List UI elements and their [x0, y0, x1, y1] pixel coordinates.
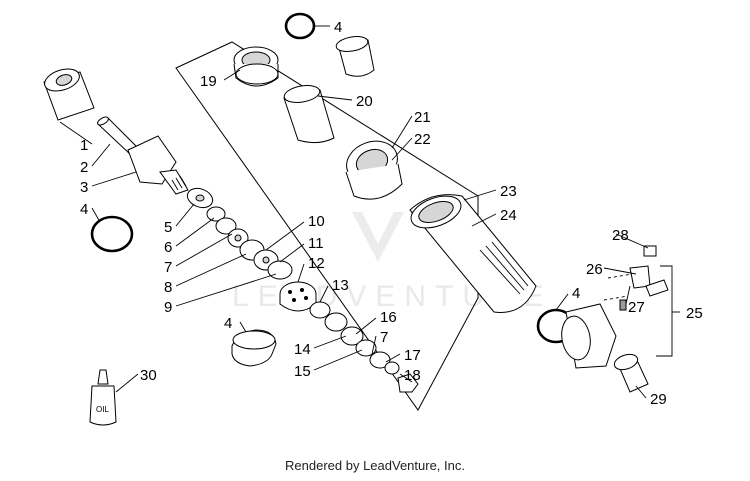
callout-20: 20 — [356, 93, 373, 110]
callout-24: 24 — [500, 207, 517, 224]
callout-2: 2 — [80, 159, 88, 176]
seal-head-part — [233, 46, 279, 87]
piston-part — [279, 281, 317, 312]
callout-9: 9 — [164, 299, 172, 316]
o-ring-top — [284, 12, 316, 40]
callout-4-top: 4 — [334, 19, 342, 36]
callout-4-middle: 4 — [224, 315, 232, 332]
wear-band-middle — [231, 329, 277, 367]
callout-labels: 1 2 3 4 5 6 7 8 9 10 11 12 13 4 14 15 16… — [80, 19, 703, 408]
valve-stack-lower — [309, 301, 419, 393]
callout-14: 14 — [294, 341, 311, 358]
callout-27: 27 — [628, 299, 645, 316]
callout-7-lower: 7 — [380, 329, 388, 346]
spring-retainer — [345, 140, 403, 200]
callout-11: 11 — [308, 235, 324, 252]
callout-12: 12 — [308, 255, 325, 272]
callout-3: 3 — [80, 179, 88, 196]
reservoir-body — [409, 194, 537, 313]
callout-4-left: 4 — [80, 201, 88, 218]
leader-lines — [59, 25, 680, 399]
callout-7: 7 — [164, 259, 172, 276]
callout-26: 26 — [586, 261, 603, 278]
callout-15: 15 — [294, 363, 311, 380]
valve-stack-upper — [186, 187, 293, 280]
callout-25: 25 — [686, 305, 703, 322]
shaft-part — [97, 116, 189, 195]
callout-4-right: 4 — [572, 285, 580, 302]
oil-bottle: OIL — [89, 369, 117, 426]
callout-30: 30 — [140, 367, 157, 384]
oil-bottle-label: OIL — [96, 405, 109, 414]
callout-5: 5 — [164, 219, 172, 236]
callout-17: 17 — [404, 347, 421, 364]
bushing-lower — [613, 353, 649, 393]
callout-28: 28 — [612, 227, 629, 244]
end-cap — [561, 303, 617, 369]
callout-29: 29 — [650, 391, 667, 408]
footer-credit: Rendered by LeadVenture, Inc. — [285, 458, 465, 473]
callout-13: 13 — [332, 277, 349, 294]
o-ring-left — [90, 215, 134, 253]
valve-fitting — [603, 245, 669, 311]
callout-22: 22 — [414, 131, 431, 148]
callout-21: 21 — [414, 109, 431, 126]
callout-10: 10 — [308, 213, 325, 230]
callout-18: 18 — [404, 367, 421, 384]
bracket-25 — [656, 265, 673, 357]
callout-1: 1 — [80, 137, 88, 154]
callout-16: 16 — [380, 309, 397, 326]
callout-23: 23 — [500, 183, 517, 200]
bushing-part — [43, 68, 95, 121]
wear-band-top — [335, 36, 375, 77]
callout-19: 19 — [200, 73, 217, 90]
callout-6: 6 — [164, 239, 172, 256]
callout-8: 8 — [164, 279, 172, 296]
bearing-sleeve — [283, 85, 335, 144]
